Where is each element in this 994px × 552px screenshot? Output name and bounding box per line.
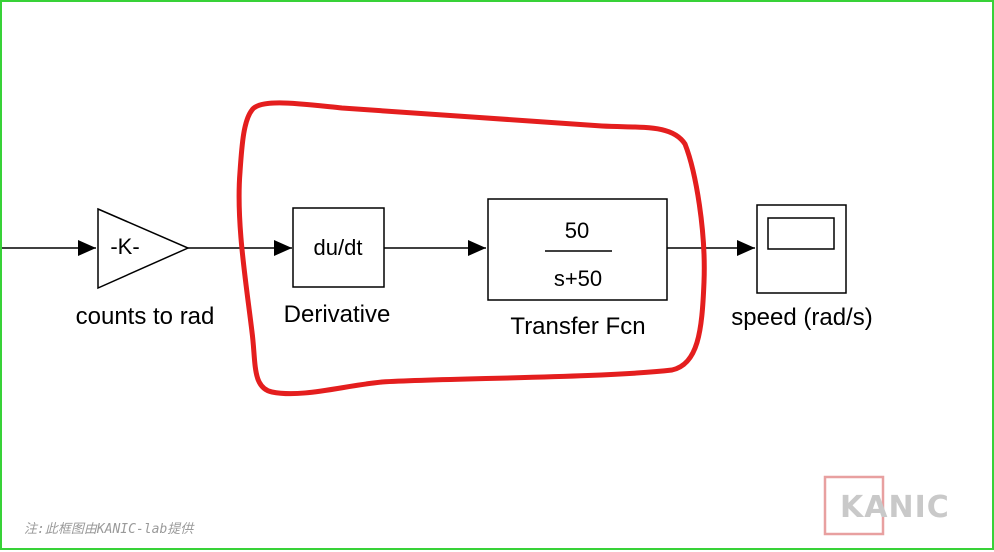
tf-input-arrow bbox=[468, 240, 486, 256]
scope-screen-icon bbox=[767, 217, 835, 250]
transfer-fcn-block[interactable]: 50 s+50 bbox=[487, 198, 668, 301]
gain-block-text: -K- bbox=[110, 234, 139, 259]
transfer-fcn-label: Transfer Fcn bbox=[510, 313, 645, 340]
gain-block[interactable]: -K- bbox=[97, 207, 190, 290]
footer-note: 注:此框图由KANIC-lab提供 bbox=[24, 522, 195, 537]
kanic-watermark-logo: KANIC bbox=[823, 475, 950, 536]
input-arrow bbox=[78, 240, 96, 256]
scope-input-arrow bbox=[737, 240, 755, 256]
transfer-fcn-numerator: 50 bbox=[565, 218, 589, 243]
derivative-block[interactable]: du/dt bbox=[292, 207, 385, 288]
kanic-watermark-text: KANIC bbox=[840, 490, 950, 525]
scope-block[interactable] bbox=[756, 204, 847, 294]
gain-block-label: counts to rad bbox=[76, 303, 215, 330]
highlight-loop bbox=[236, 100, 707, 397]
derivative-input-arrow bbox=[274, 240, 292, 256]
transfer-fcn-denominator: s+50 bbox=[554, 266, 602, 291]
scope-block-label: speed (rad/s) bbox=[731, 304, 872, 331]
derivative-block-label: Derivative bbox=[284, 301, 391, 328]
derivative-block-text: du/dt bbox=[314, 235, 363, 260]
